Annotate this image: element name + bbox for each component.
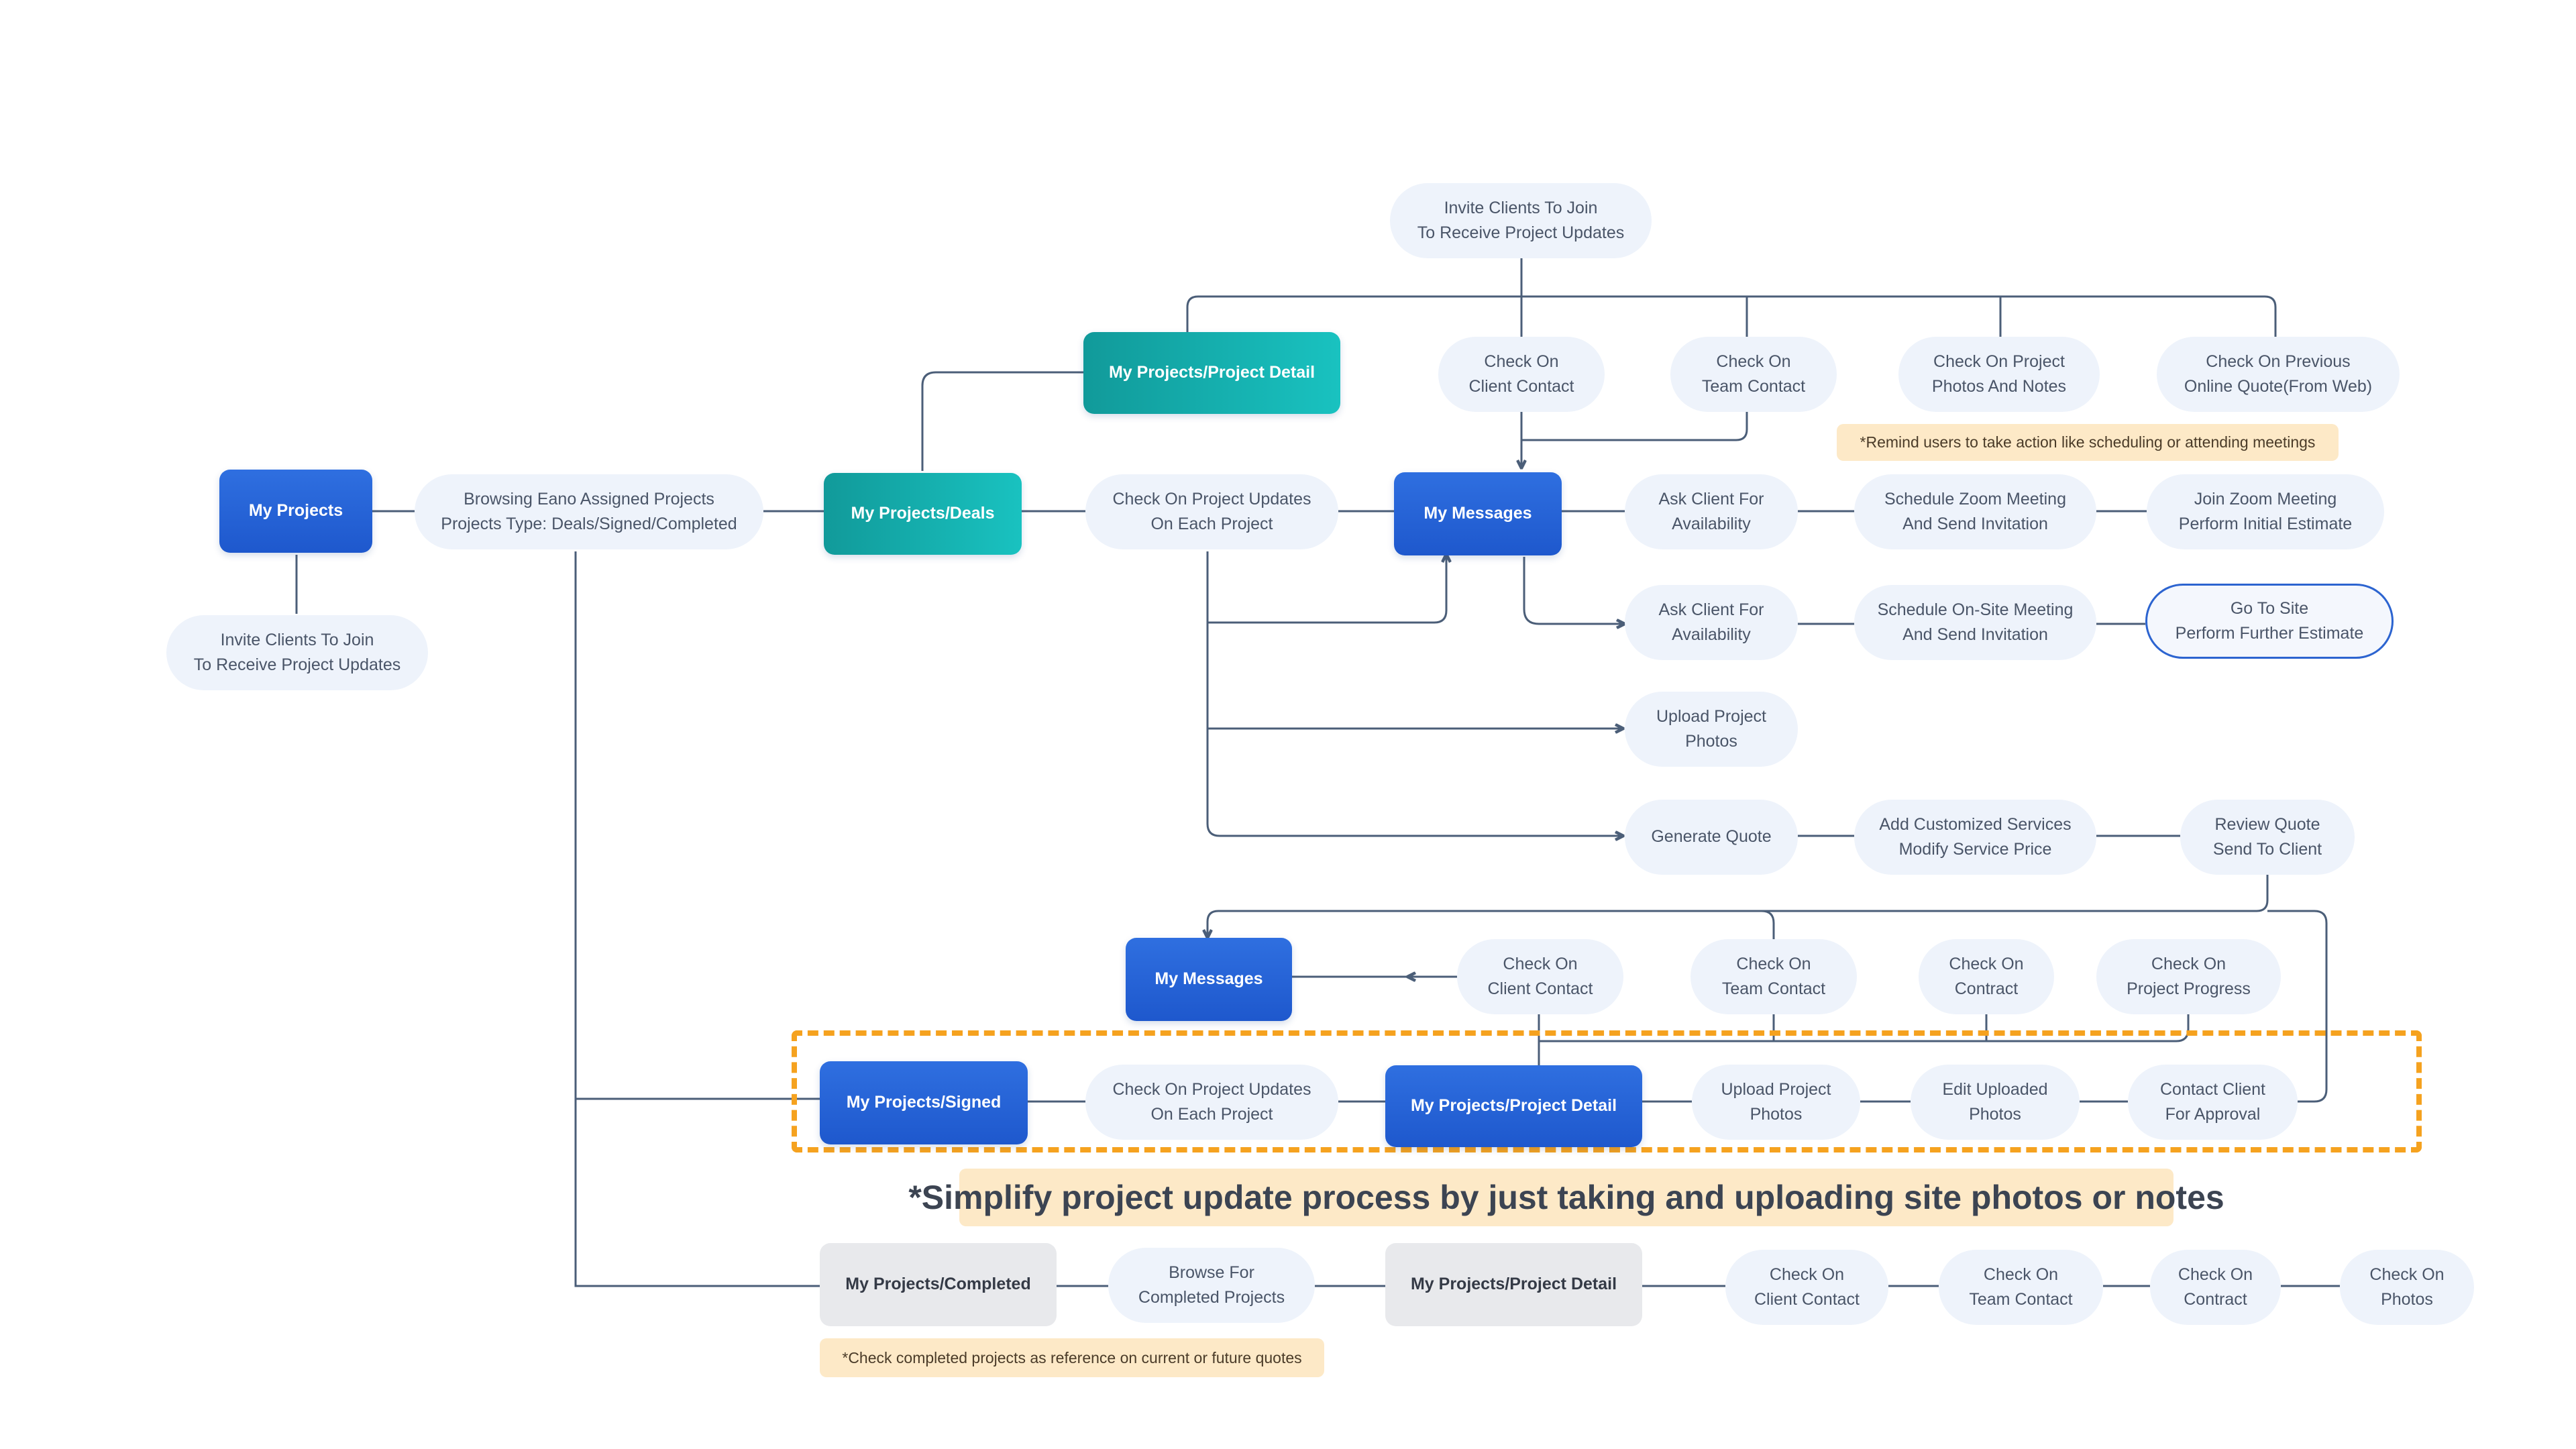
link-messages-ask-site <box>1523 557 1625 624</box>
go-to-site-node: Go To Site Perform Further Estimate <box>2145 584 2394 659</box>
link-team-bus-up <box>1761 910 1775 945</box>
completed-check-client-node: Check On Client Contact <box>1725 1250 1888 1325</box>
my-messages-deals-button[interactable]: My Messages <box>1394 472 1562 555</box>
signed-check-team-node: Check On Team Contact <box>1690 939 1857 1014</box>
ask-availability-site-node: Ask Client For Availability <box>1625 585 1798 660</box>
check-updates-deals-node: Check On Project Updates On Each Project <box>1085 474 1338 549</box>
link-team-to-messages <box>1521 404 1748 441</box>
contact-approval-node: Contact Client For Approval <box>2128 1065 2298 1140</box>
signed-check-client-node: Check On Client Contact <box>1457 939 1623 1014</box>
project-detail-top-button[interactable]: My Projects/Project Detail <box>1083 332 1340 414</box>
link-deals-detail-top <box>921 371 1083 471</box>
link-review-down <box>1206 873 2269 935</box>
my-projects-deals-button[interactable]: My Projects/Deals <box>824 473 1022 555</box>
generate-quote-node: Generate Quote <box>1625 800 1798 875</box>
upload-photos-deals-node: Upload Project Photos <box>1625 692 1798 767</box>
signed-check-progress-node: Check On Project Progress <box>2096 939 2281 1014</box>
invite-clients-top-node: Invite Clients To Join To Receive Projec… <box>1390 183 1652 258</box>
ask-availability-zoom-node: Ask Client For Availability <box>1625 474 1798 549</box>
link-branch-messages <box>1208 554 1446 624</box>
schedule-site-node: Schedule On-Site Meeting And Send Invita… <box>1854 585 2096 660</box>
link-bus-signed <box>1539 1014 2190 1042</box>
signed-check-contract-node: Check On Contract <box>1919 939 2054 1014</box>
link-detail-top-bus <box>1186 295 2277 337</box>
upload-photos-signed-node: Upload Project Photos <box>1692 1065 1860 1140</box>
schedule-zoom-node: Schedule Zoom Meeting And Send Invitatio… <box>1854 474 2096 549</box>
completed-check-contract-node: Check On Contract <box>2150 1250 2281 1325</box>
check-client-contact-top: Check On Client Contact <box>1438 337 1605 412</box>
check-updates-signed-node: Check On Project Updates On Each Project <box>1085 1065 1338 1140</box>
check-photos-notes-node: Check On Project Photos And Notes <box>1898 337 2100 412</box>
link-approval-loop <box>2267 910 2328 1103</box>
invite-clients-left-node: Invite Clients To Join To Receive Projec… <box>166 615 428 690</box>
browsing-projects-node: Browsing Eano Assigned Projects Projects… <box>415 474 763 549</box>
project-detail-signed-button[interactable]: My Projects/Project Detail <box>1385 1065 1642 1147</box>
join-zoom-node: Join Zoom Meeting Perform Initial Estima… <box>2147 474 2384 549</box>
check-team-contact-top: Check On Team Contact <box>1670 337 1837 412</box>
check-previous-quote-node: Check On Previous Online Quote(From Web) <box>2157 337 2400 412</box>
link-browsing-signed-trunk <box>574 551 822 1287</box>
simplify-banner: *Simplify project update process by just… <box>908 1169 2224 1226</box>
edit-photos-node: Edit Uploaded Photos <box>1911 1065 2080 1140</box>
remind-users-note: *Remind users to take action like schedu… <box>1837 424 2339 461</box>
my-projects-completed-button[interactable]: My Projects/Completed <box>820 1243 1057 1326</box>
link-updates-branch <box>1206 551 1622 837</box>
my-messages-signed-button[interactable]: My Messages <box>1126 938 1292 1021</box>
completed-projects-note: *Check completed projects as reference o… <box>820 1338 1324 1377</box>
simplify-highlight-box <box>792 1030 2422 1152</box>
my-projects-signed-button[interactable]: My Projects/Signed <box>820 1061 1028 1144</box>
completed-check-photos-node: Check On Photos <box>2340 1250 2474 1325</box>
project-detail-completed-button[interactable]: My Projects/Project Detail <box>1385 1243 1642 1326</box>
completed-check-team-node: Check On Team Contact <box>1939 1250 2103 1325</box>
browse-completed-node: Browse For Completed Projects <box>1108 1248 1315 1323</box>
review-quote-node: Review Quote Send To Client <box>2180 800 2355 875</box>
add-services-node: Add Customized Services Modify Service P… <box>1854 800 2096 875</box>
my-projects-button[interactable]: My Projects <box>219 470 372 553</box>
